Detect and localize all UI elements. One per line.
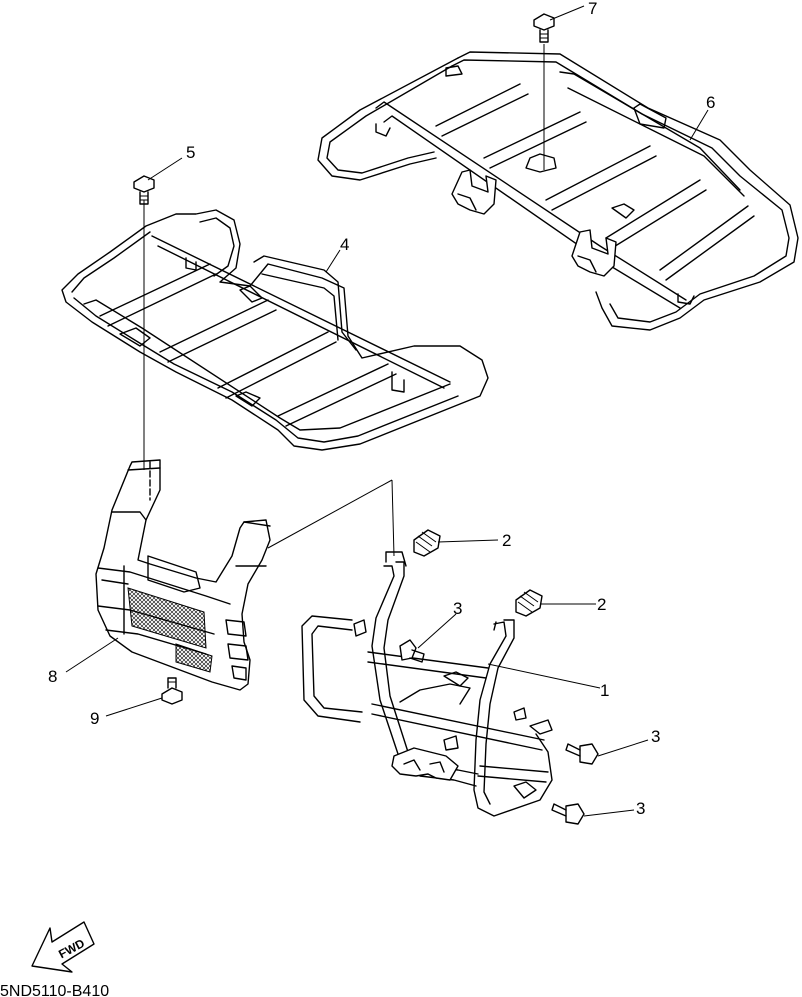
diagram-code: 5ND5110-B410	[0, 983, 109, 997]
bolt-3-lower	[551, 803, 585, 825]
callout-labels: 7 6 5 4 2 2 3 1 3 3 8 9	[48, 0, 715, 818]
callout-1: 1	[600, 681, 609, 700]
callout-3-middle: 3	[651, 727, 660, 746]
callout-7: 7	[588, 0, 597, 18]
bolt-3-middle	[565, 743, 599, 765]
callout-8: 8	[48, 667, 57, 686]
collar-left	[413, 529, 441, 557]
fwd-arrow-icon: FWD	[31, 921, 95, 973]
collar-right	[515, 589, 543, 617]
callout-6: 6	[706, 93, 715, 112]
bolt-7	[533, 13, 555, 43]
front-carrier	[61, 209, 489, 451]
callout-9: 9	[90, 709, 99, 728]
leader-lines	[65, 5, 709, 817]
bolt-3-upper	[399, 639, 425, 663]
callout-4: 4	[340, 235, 349, 254]
front-bumper	[301, 551, 553, 817]
callout-2-left: 2	[502, 531, 511, 550]
callout-2-right: 2	[597, 595, 606, 614]
rear-carrier	[317, 51, 799, 331]
bolt-5	[133, 175, 155, 205]
callout-3-upper: 3	[453, 599, 462, 618]
assembly-lines	[143, 44, 545, 557]
callout-5: 5	[186, 143, 195, 162]
front-guard	[95, 459, 271, 691]
callout-3-lower: 3	[636, 799, 645, 818]
bolt-9	[161, 677, 183, 705]
